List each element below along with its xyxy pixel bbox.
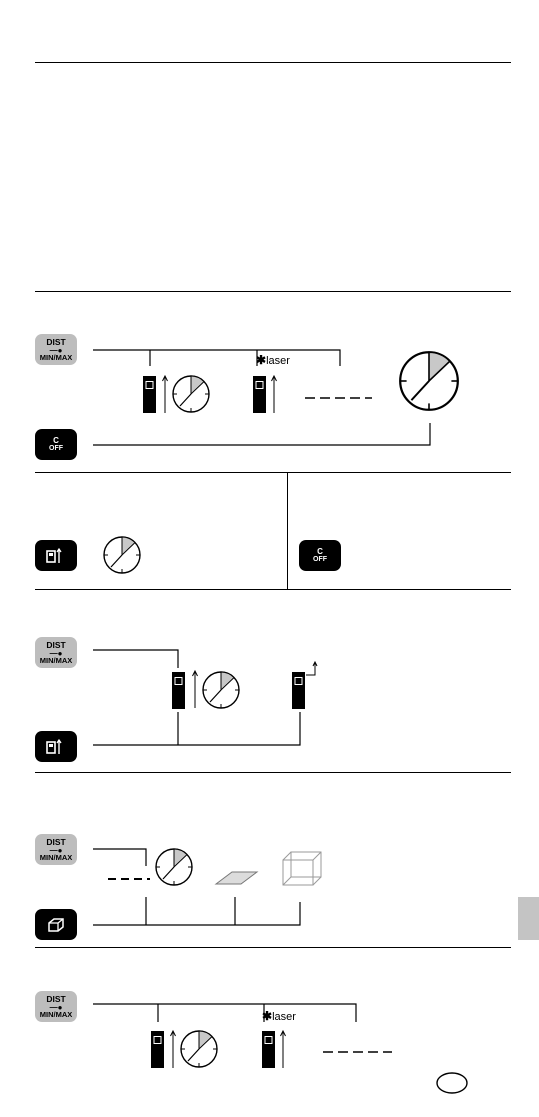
- section-2-diagram: [103, 536, 141, 574]
- off-label: OFF: [49, 445, 63, 452]
- country-code-oval-icon: [436, 1072, 468, 1094]
- clock-icon: [172, 375, 210, 413]
- dist-minmax-key-3: DIST —● MIN/MAX: [35, 834, 77, 865]
- clock-icon: [202, 671, 240, 709]
- off-label: OFF: [313, 556, 327, 563]
- clock-icon: [155, 848, 193, 886]
- column-divider: [287, 472, 288, 589]
- dist-label: DIST: [46, 837, 66, 847]
- dist-minmax-key-4: DIST —● MIN/MAX: [35, 991, 77, 1022]
- dist-dot-label: —●: [49, 1002, 63, 1012]
- clock-icon: [399, 351, 459, 411]
- clock-icon: [103, 536, 141, 574]
- dist-dot-label: —●: [49, 845, 63, 855]
- clock-icon: [180, 1030, 218, 1068]
- c-off-key-2: C OFF: [299, 540, 341, 571]
- dist-minmax-key-2: DIST —● MIN/MAX: [35, 637, 77, 668]
- section-5-diagram: [93, 1003, 392, 1069]
- arrow-icon: [170, 1030, 176, 1069]
- arrow-icon: [280, 1030, 286, 1069]
- device-icon: [172, 672, 185, 709]
- arrow-icon: [192, 670, 198, 709]
- arrow-icon: [271, 375, 277, 414]
- laser-device-icon: [46, 547, 62, 563]
- c-off-key-1: C OFF: [35, 429, 77, 460]
- cube-icon: [48, 917, 64, 932]
- divider-section-3: [35, 589, 511, 590]
- area-volume-key-icon: [35, 909, 77, 940]
- dist-minmax-key-1: DIST —● MIN/MAX: [35, 334, 77, 365]
- divider-section-2: [35, 472, 511, 473]
- laser-mode-key-icon: [35, 731, 77, 762]
- laser-device-icon: [46, 738, 62, 754]
- laser-star-icon: ✱: [256, 353, 267, 367]
- minmax-label: MIN/MAX: [39, 655, 73, 665]
- divider-section-1: [35, 291, 511, 292]
- device-icon: [151, 1031, 164, 1068]
- side-tab: [518, 897, 539, 940]
- dist-label: DIST: [46, 337, 66, 347]
- laser-star-icon: ✱: [262, 1009, 273, 1023]
- minmax-label: MIN/MAX: [39, 352, 73, 362]
- divider-section-4: [35, 772, 511, 773]
- section-4-diagram: [93, 848, 322, 926]
- device-icon: [262, 1031, 275, 1068]
- minmax-label: MIN/MAX: [39, 1009, 73, 1019]
- divider-section-5: [35, 947, 511, 948]
- c-label: C: [317, 547, 323, 556]
- laser-text: laser: [272, 1011, 296, 1023]
- section-3-diagram: [93, 649, 318, 746]
- c-label: C: [53, 436, 59, 445]
- device-icon: [253, 376, 266, 413]
- device-icon: [292, 672, 305, 709]
- arrow-icon: [162, 375, 168, 414]
- laser-text: laser: [266, 355, 290, 367]
- device-icon: [143, 376, 156, 413]
- section-1-diagram: [93, 349, 459, 446]
- divider-top: [35, 62, 511, 63]
- volume-icon: [282, 851, 322, 886]
- dist-dot-label: —●: [49, 345, 63, 355]
- dist-dot-label: —●: [49, 648, 63, 658]
- area-icon: [214, 871, 259, 885]
- laser-label-2: ✱laser: [262, 1009, 296, 1023]
- dist-label: DIST: [46, 994, 66, 1004]
- minmax-label: MIN/MAX: [39, 852, 73, 862]
- dist-label: DIST: [46, 640, 66, 650]
- laser-label-1: ✱laser: [256, 353, 290, 367]
- laser-mode-key-icon: [35, 540, 77, 571]
